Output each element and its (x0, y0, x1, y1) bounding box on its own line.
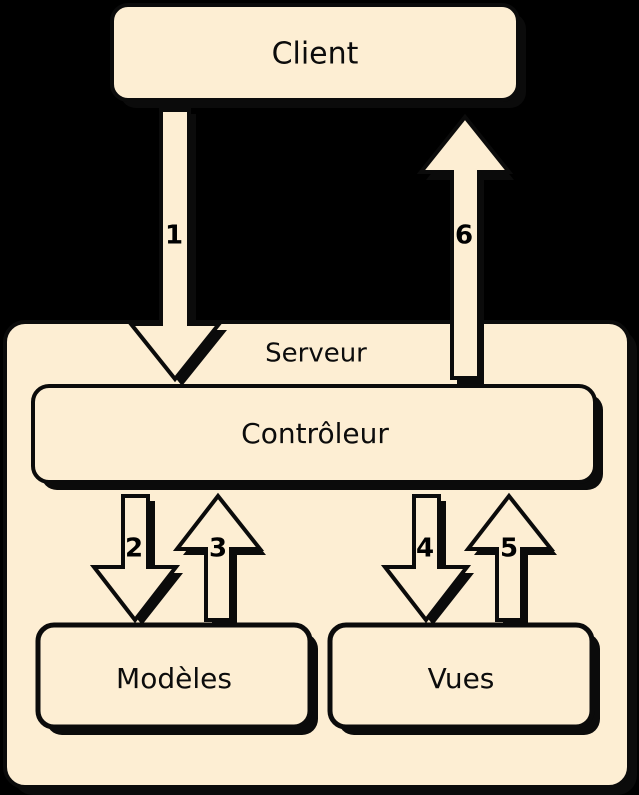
arrow-5-number: 5 (500, 534, 518, 564)
arrow-4-body (380, 494, 472, 624)
arrow-1-number: 1 (165, 221, 183, 251)
arrow-2-number: 2 (125, 534, 143, 564)
node-modeles: Modèles (35, 622, 318, 735)
controleur-label: Contrôleur (241, 417, 389, 450)
arrow-1: 1 (126, 108, 227, 386)
node-client: Client (110, 3, 526, 108)
client-box (110, 3, 520, 102)
arrow-1-body (126, 108, 224, 383)
arrow-3-body (172, 492, 265, 622)
arrow-4: 4 (380, 494, 474, 625)
arrow-6: 6 (416, 113, 514, 386)
vues-label: Vues (428, 662, 495, 695)
arrow-6-number: 6 (455, 221, 473, 251)
node-vues: Vues (327, 622, 600, 735)
arrow-3: 3 (172, 492, 266, 625)
arrow-5: 5 (463, 492, 557, 625)
arrow-2-body (89, 494, 181, 624)
arrow-5-body (463, 492, 556, 622)
arrow-3-number: 3 (209, 534, 227, 564)
node-controleur: Contrôleur (31, 384, 603, 490)
controleur-box (31, 384, 597, 484)
modeles-box (35, 622, 313, 730)
arrow-6-body (416, 113, 514, 380)
client-label: Client (272, 37, 359, 72)
serveur-label: Serveur (265, 339, 367, 369)
vues-box (327, 622, 595, 730)
arrow-4-number: 4 (416, 534, 434, 564)
arrow-2: 2 (89, 494, 183, 625)
modeles-label: Modèles (116, 662, 232, 695)
